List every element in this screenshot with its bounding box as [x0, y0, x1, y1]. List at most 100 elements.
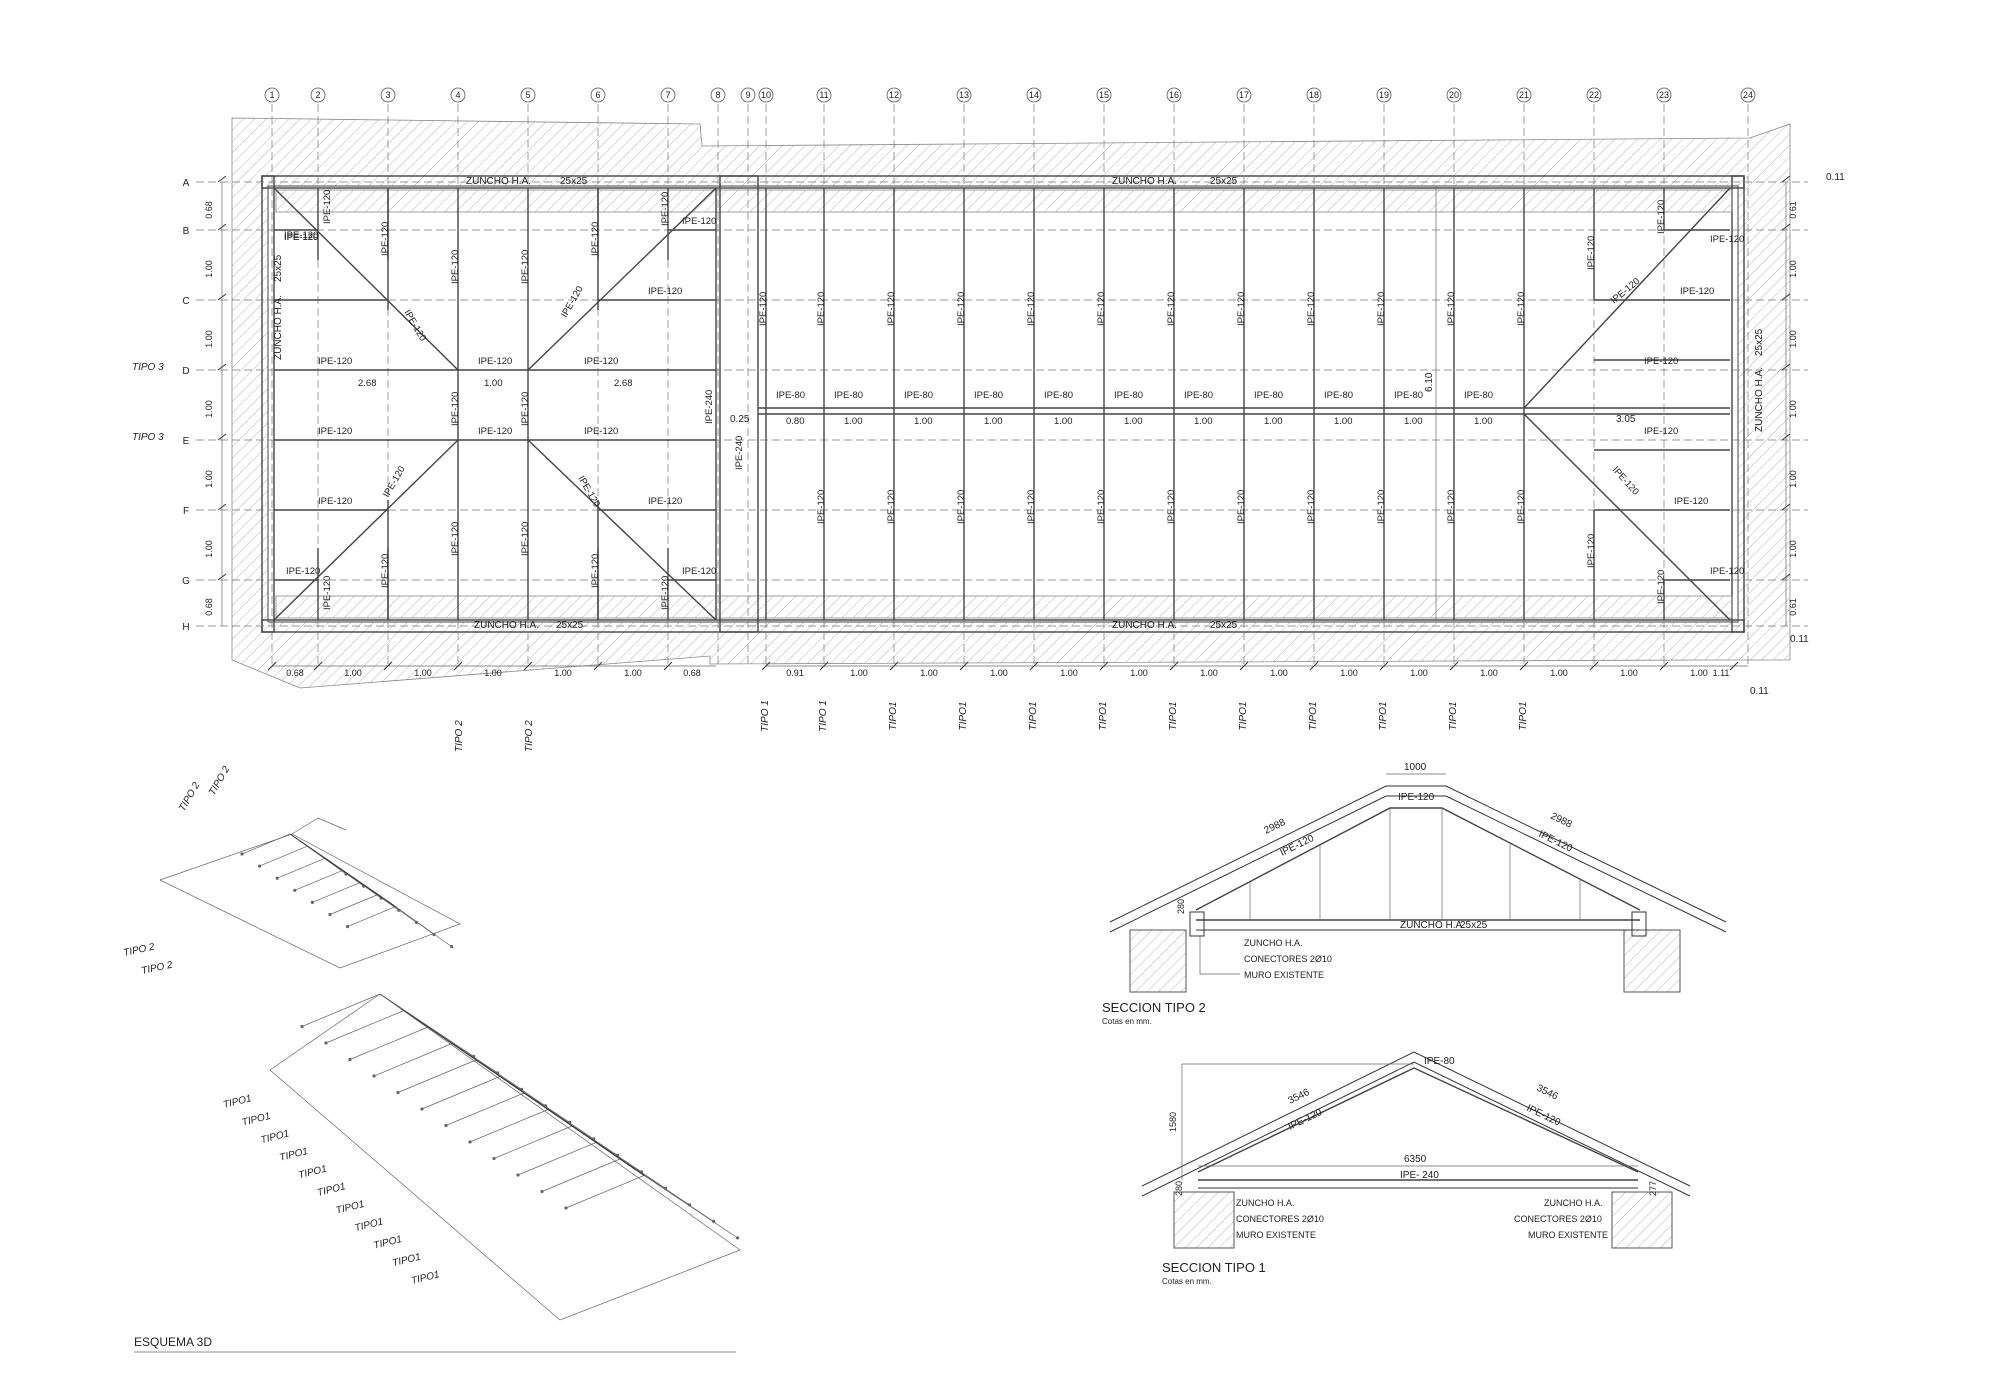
zuncho-size-br: 25x25	[1210, 620, 1238, 631]
beam-label: IPE-240	[734, 436, 745, 470]
iso-rafter	[541, 1158, 621, 1192]
beam-label: IPE-120	[1674, 496, 1708, 507]
inner-strip-bottom	[275, 595, 1733, 619]
dim-011-top: 0.11	[1826, 172, 1845, 183]
beam-label: IPE-120	[380, 554, 391, 588]
grid-bubble-label: 12	[889, 90, 899, 100]
s2-slope-left: 2988	[1262, 817, 1287, 837]
iso-node	[540, 1189, 544, 1194]
beam-label: IPE-120	[1516, 490, 1527, 524]
s1-label-zuncho-left: ZUNCHO H.A.	[1236, 1198, 1295, 1208]
tipo1-tag: TIPO1	[1378, 702, 1389, 731]
dim-row-left: 1.00	[204, 540, 214, 558]
esquema-tipo1-tag: TIPO1	[297, 1164, 328, 1182]
dim-tick	[593, 661, 603, 671]
dim-bottom-left: 1.00	[624, 668, 642, 678]
s2-zuncho-right	[1631, 911, 1647, 937]
beam-label: IPE-120	[1166, 292, 1177, 326]
grid-bubble	[1516, 87, 1532, 103]
beam-label: IPE-120	[584, 426, 618, 437]
esquema-tipo2-tag-c: TIPO 2	[122, 941, 156, 958]
dim-bottom-right: 1.00	[1200, 668, 1218, 678]
iso-rafter	[259, 845, 308, 867]
beam-label: 1.00	[914, 416, 933, 427]
beam-label: IPE-240	[704, 390, 715, 424]
iso-node	[324, 1041, 328, 1045]
iso-tipo2-roof	[159, 817, 461, 969]
beam-label: IPE-120	[1096, 490, 1107, 524]
beam-label: IPE-120	[758, 292, 769, 326]
grid-bubble	[1306, 87, 1322, 103]
grid-bubble-label: 20	[1449, 90, 1459, 100]
dim-row-right: 0.61	[1788, 201, 1798, 219]
s2-wall-left	[1129, 929, 1187, 993]
dim-tick	[889, 661, 899, 671]
beam-label: IPE-120	[1026, 490, 1037, 524]
dim-bottom-left: 1.00	[414, 668, 432, 678]
beam-label: IPE-80	[1044, 390, 1073, 401]
dim-bottom-right: 1.00	[1480, 668, 1498, 678]
grid-bubble	[1166, 87, 1182, 103]
beam-label: 1.00	[1194, 416, 1213, 427]
dim-row-right: 1.00	[1788, 470, 1798, 488]
beam-label: IPE-120	[1376, 292, 1387, 326]
hip-beam	[1523, 187, 1731, 409]
iso-node	[420, 1107, 424, 1111]
dim-tick	[819, 661, 829, 671]
dim-bottom-left: 1.00	[554, 668, 572, 678]
beam-label: IPE-120	[1516, 292, 1527, 326]
dim-tick	[663, 661, 673, 671]
grid-bubble	[956, 87, 972, 103]
dim-tick	[959, 661, 969, 671]
grid-bubble-label: 5	[525, 90, 530, 100]
esquema-tipo1-tag: TIPO1	[354, 1216, 385, 1234]
zuncho-size-left-vertical: 25x25	[273, 254, 284, 282]
s1-roof-top	[1141, 1051, 1691, 1187]
beam-label: 1.00	[1404, 416, 1423, 427]
iso-node	[310, 900, 314, 905]
iso-ridge	[379, 993, 645, 1176]
s2-roof-under	[1109, 795, 1727, 933]
dim-row-right: 0.61	[1788, 598, 1798, 616]
grid-bubble-label: 10	[761, 90, 771, 100]
beam-label: IPE-120	[478, 356, 512, 367]
beam-label: IPE-80	[1254, 390, 1283, 401]
s2-slope-right: 2988	[1549, 811, 1574, 831]
beam-label: IPE-120	[318, 426, 352, 437]
iso-node	[492, 1156, 496, 1161]
dim-row-left: 0.68	[204, 201, 214, 219]
grid-bubble-label: 1	[269, 90, 274, 100]
beam-label: IPE-120	[1446, 490, 1457, 524]
esquema-3d: TIPO 2 TIPO 2 TIPO 2 TIPO 2 TIPO1TIPO1TI…	[122, 764, 741, 1353]
beam-label: IPE-120	[1710, 566, 1744, 577]
grid-bubble-label: 8	[715, 90, 720, 100]
beam-label: IPE-120	[450, 522, 461, 556]
esquema-tipo1-tag: TIPO1	[222, 1093, 253, 1111]
esquema-tipo1-tag: TIPO1	[260, 1128, 291, 1146]
beam-label: IPE-120	[660, 192, 671, 226]
row-label: A	[183, 178, 190, 189]
esquema-tipo1-tags: TIPO1TIPO1TIPO1TIPO1TIPO1TIPO1TIPO1TIPO1…	[222, 1093, 441, 1287]
beam-label: IPE-120	[318, 496, 352, 507]
iso-node	[348, 1057, 352, 1062]
s2-leader	[1199, 936, 1240, 975]
s1-wall-right	[1611, 1191, 1673, 1249]
beam-label: IPE-120	[956, 292, 967, 326]
iso-node	[396, 1090, 400, 1095]
beam-label: 2.68	[358, 378, 377, 389]
esquema-tipo1-tag: TIPO1	[278, 1146, 309, 1164]
iso-outline	[159, 833, 461, 969]
dim-025: 0.25	[730, 414, 750, 425]
grid-bubble-label: 4	[455, 90, 460, 100]
iso-node	[258, 864, 262, 868]
tipo1-tag: TIPO1	[958, 702, 969, 731]
grid-bubble	[310, 87, 326, 103]
iso-rafter	[329, 894, 379, 915]
iso-rafter	[301, 993, 381, 1027]
beam-label: IPE-120	[284, 232, 318, 243]
dim-bottom-right: 1.00	[1060, 668, 1078, 678]
grid-bubble-label: 19	[1379, 90, 1389, 100]
beam-label: IPE-120	[1026, 292, 1037, 326]
